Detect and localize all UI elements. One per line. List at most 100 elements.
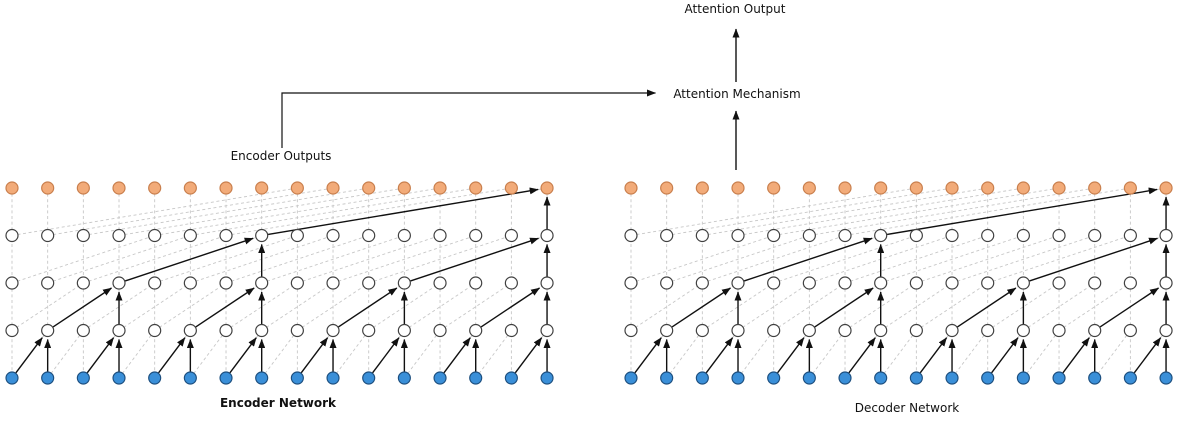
- decoder-highlight-arrow: [634, 337, 662, 374]
- encoder-highlight-arrow: [52, 287, 112, 328]
- encoder-input-node: [469, 371, 483, 385]
- encoder-output-node: [183, 181, 197, 195]
- decoder-dilated-connection: [880, 330, 917, 379]
- encoder-dilated-connection: [118, 187, 405, 236]
- decoder-output-node: [695, 181, 709, 195]
- encoder-dilated-connection: [11, 187, 298, 236]
- decoder-dilated-connection: [773, 235, 917, 284]
- encoder-dilated-connection: [475, 330, 512, 379]
- encoder-dilated-connection: [83, 235, 227, 284]
- encoder-input-node: [326, 371, 340, 385]
- decoder-hidden-node: [838, 323, 852, 338]
- decoder-output-node: [767, 181, 781, 195]
- decoder-hidden-node: [1123, 323, 1137, 338]
- decoder-output-node: [945, 181, 959, 195]
- encoder-input-node: [148, 371, 162, 385]
- decoder-hidden-node: [624, 276, 638, 290]
- decoder-highlight-arrow: [1029, 237, 1158, 282]
- decoder-hidden-node: [909, 228, 923, 243]
- decoder-dilated-connection: [844, 235, 988, 284]
- decoder-highlight-arrow: [705, 337, 734, 374]
- decoder-hidden-node: [945, 276, 959, 290]
- decoder-highlight-arrow: [1062, 337, 1090, 374]
- decoder-hidden-node: [1159, 323, 1173, 338]
- decoder-hidden-node: [874, 228, 888, 243]
- encoder-input-node: [290, 371, 304, 385]
- encoder-highlight-arrow: [443, 337, 471, 374]
- encoder-network-label: Encoder Network: [219, 396, 337, 410]
- decoder-dilated-connection: [630, 187, 917, 236]
- encoder-output-node: [290, 181, 304, 195]
- decoder-input-node: [909, 371, 923, 385]
- encoder-hidden-node: [112, 323, 126, 338]
- encoder-hidden-node: [183, 228, 197, 243]
- decoder-hidden-node: [624, 323, 638, 338]
- encoder-highlight-arrow: [480, 287, 540, 328]
- encoder-hidden-node: [362, 276, 376, 290]
- decoder-network-label: Decoder Network: [854, 401, 960, 415]
- decoder-dilated-connection: [1094, 330, 1131, 379]
- decoder-hidden-node: [660, 323, 674, 338]
- decoder-output-node: [1159, 181, 1173, 195]
- decoder-input-node: [802, 371, 816, 385]
- encoder-hidden-node: [112, 228, 126, 243]
- decoder-dilated-connection: [666, 187, 953, 236]
- encoder-input-node: [397, 371, 411, 385]
- decoder-highlight-arrow: [743, 237, 873, 282]
- encoder-hidden-node: [5, 276, 19, 290]
- decoder-hidden-node: [1088, 323, 1102, 338]
- encoder-hidden-node: [469, 228, 483, 243]
- encoder-hidden-node: [326, 228, 340, 243]
- encoder-hidden-node: [540, 276, 554, 290]
- encoder-output-node: [255, 181, 269, 195]
- decoder-hidden-node: [1088, 276, 1102, 290]
- decoder-hidden-node: [1123, 228, 1137, 243]
- decoder-hidden-node: [874, 276, 888, 290]
- decoder-input-node: [1016, 371, 1030, 385]
- decoder-hidden-node: [981, 228, 995, 243]
- encoder-output-node: [76, 181, 90, 195]
- decoder-hidden-node: [660, 228, 674, 243]
- decoder-hidden-node: [802, 323, 816, 338]
- decoder-output-node: [1088, 181, 1102, 195]
- decoder-hidden-node: [767, 276, 781, 290]
- decoder-dilated-connection: [773, 187, 1060, 236]
- decoder-hidden-node: [981, 276, 995, 290]
- decoder-hidden-node: [945, 228, 959, 243]
- decoder-hidden-node: [1052, 228, 1066, 243]
- encoder-network-group: [5, 181, 554, 385]
- decoder-hidden-node: [909, 323, 923, 338]
- encoder-input-node: [76, 371, 90, 385]
- decoder-dilated-connection: [702, 187, 988, 236]
- encoder-input-node: [362, 371, 376, 385]
- decoder-hidden-node: [767, 228, 781, 243]
- encoder-dilated-connection: [190, 187, 476, 236]
- encoder-dilated-connection: [11, 235, 155, 284]
- encoder-hidden-node: [76, 228, 90, 243]
- encoder-hidden-node: [219, 228, 233, 243]
- encoder-highlight-arrow: [195, 287, 255, 328]
- encoder-dilated-connection: [332, 330, 370, 379]
- encoder-input-node: [219, 371, 233, 385]
- encoder-hidden-node: [5, 228, 19, 243]
- decoder-output-node: [731, 181, 745, 195]
- encoder-hidden-node: [76, 276, 90, 290]
- encoder-output-node: [148, 181, 162, 195]
- encoder-hidden-node: [433, 228, 447, 243]
- decoder-dilated-connection: [844, 187, 1131, 236]
- encoder-hidden-node: [41, 276, 55, 290]
- decoder-dilated-connection: [916, 235, 1060, 284]
- decoder-dilated-connection: [880, 235, 1024, 284]
- encoder-dilated-connection: [368, 235, 512, 284]
- decoder-dilated-connection: [737, 187, 1024, 236]
- encoder-output-node: [5, 181, 19, 195]
- attention-output-label: Attention Output: [684, 2, 786, 16]
- encoder-output-node: [469, 181, 483, 195]
- decoder-hidden-node: [624, 228, 638, 243]
- decoder-hidden-node: [731, 228, 745, 243]
- encoder-hidden-node: [183, 323, 197, 338]
- decoder-input-node: [695, 371, 709, 385]
- decoder-output-node: [1052, 181, 1066, 195]
- decoder-dilated-connection: [808, 330, 846, 379]
